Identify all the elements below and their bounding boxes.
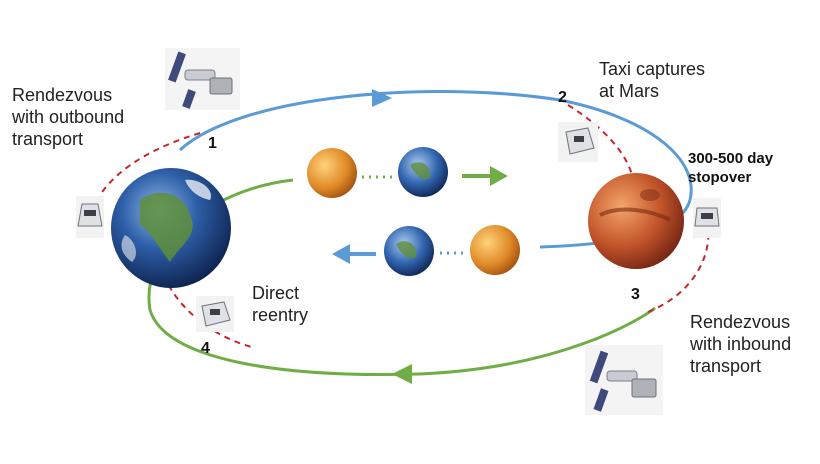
capsule-icon-reentry: [196, 296, 234, 332]
small-earth-icon-bottom: [384, 226, 434, 276]
outbound-arrowhead: [372, 89, 392, 107]
label-rendezvous-outbound: Rendezvous with outbound transport: [12, 84, 124, 150]
label-rendezvous-inbound: Rendezvous with inbound transport: [690, 311, 791, 377]
green-arrow-right-icon: [462, 166, 508, 186]
label-direct-reentry-text: Direct reentry: [252, 283, 309, 325]
label-stopover: 300-500 day stopover: [688, 149, 773, 187]
blue-arrow-left-icon: [332, 244, 376, 264]
capsule-icon-mars: [693, 198, 721, 238]
mars-icon: [588, 173, 684, 269]
label-taxi-captures: Taxi captures at Mars: [599, 58, 705, 102]
small-earth-icon-top: [398, 147, 448, 197]
step-number-1: 1: [208, 135, 217, 152]
label-taxi-captures-text: Taxi captures at Mars: [599, 59, 706, 101]
taxi-path-mars-capture: [567, 104, 633, 176]
capsule-icon-mars-capture: [558, 122, 598, 162]
label-stopover-text: 300-500 day stopover: [688, 150, 774, 186]
return-arrowhead: [392, 364, 412, 384]
label-direct-reentry: Direct reentry: [252, 282, 308, 326]
label-rendezvous-inbound-text: Rendezvous with inbound transport: [690, 312, 792, 376]
venus-icon-top: [307, 148, 357, 198]
step-number-2: 2: [558, 89, 567, 106]
transport-ship-icon-outbound: [165, 48, 240, 110]
venus-icon-bottom: [470, 225, 520, 275]
label-rendezvous-outbound-text: Rendezvous with outbound transport: [12, 85, 125, 149]
transport-ship-icon-inbound: [585, 345, 663, 415]
taxi-path-outbound: [99, 132, 201, 196]
earth-icon: [111, 168, 231, 288]
step-number-4: 4: [201, 340, 210, 357]
capsule-icon-earth: [76, 196, 104, 238]
step-number-3: 3: [631, 286, 640, 303]
